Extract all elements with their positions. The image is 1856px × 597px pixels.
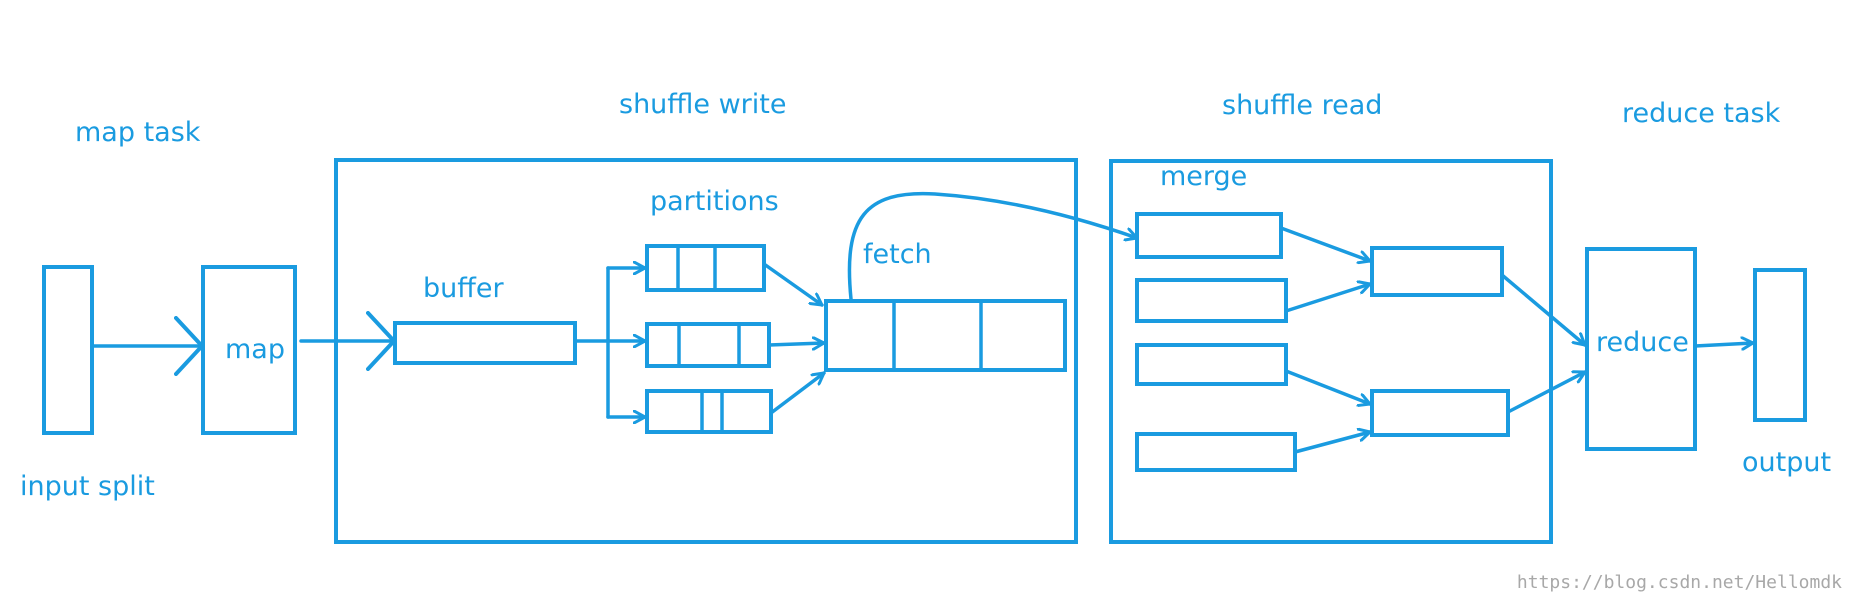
shuffle-read-container — [1109, 159, 1553, 544]
partition-2 — [645, 322, 771, 368]
reduce-task-label: reduce task — [1622, 98, 1781, 129]
merge-output-1 — [1370, 246, 1504, 297]
fetch-label: fetch — [863, 239, 932, 270]
merge-input-1 — [1135, 212, 1283, 259]
merge-input-4 — [1135, 432, 1297, 472]
shuffle-write-container — [334, 158, 1078, 544]
output-box — [1753, 268, 1807, 422]
reduce-label: reduce — [1596, 327, 1689, 358]
watermark: https://blog.csdn.net/Hellomdk — [1517, 572, 1842, 593]
partition-3 — [645, 389, 773, 434]
merge-label: merge — [1160, 161, 1247, 192]
arrow-partition3-to-fetch — [769, 371, 826, 415]
shuffle-write-label: shuffle write — [619, 89, 786, 120]
arrow-reduce-to-output — [1693, 343, 1755, 346]
arrow-fetch-to-merge — [847, 191, 1139, 301]
buffer-box — [393, 321, 577, 365]
reduce-box — [1585, 247, 1697, 451]
arrow-merge-1-to-out-1 — [1279, 226, 1372, 261]
partitions-label: partitions — [650, 186, 779, 217]
arrow-merge-3-to-out-2 — [1284, 369, 1372, 404]
map-label: map — [225, 334, 285, 365]
buffer-label: buffer — [423, 273, 504, 304]
merge-input-3 — [1135, 343, 1288, 386]
shuffle-read-label: shuffle read — [1222, 90, 1382, 121]
partition-1 — [645, 244, 766, 292]
arrow-out-1-to-reduce — [1500, 273, 1587, 347]
input-split-box — [42, 265, 94, 435]
merge-input-2 — [1135, 278, 1288, 323]
input-split-label: input split — [20, 471, 155, 502]
arrow-out-2-to-reduce — [1506, 372, 1587, 414]
arrow-partition2-to-fetch — [767, 343, 826, 345]
arrow-merge-2-to-out-1 — [1284, 284, 1372, 313]
merge-output-2 — [1370, 389, 1510, 437]
map-box — [201, 265, 297, 435]
fetch-block — [824, 299, 1067, 372]
arrow-partition1-to-fetch — [762, 262, 824, 307]
arrow-merge-4-to-out-2 — [1293, 432, 1372, 454]
output-label: output — [1742, 447, 1831, 478]
map-task-label: map task — [75, 117, 201, 148]
